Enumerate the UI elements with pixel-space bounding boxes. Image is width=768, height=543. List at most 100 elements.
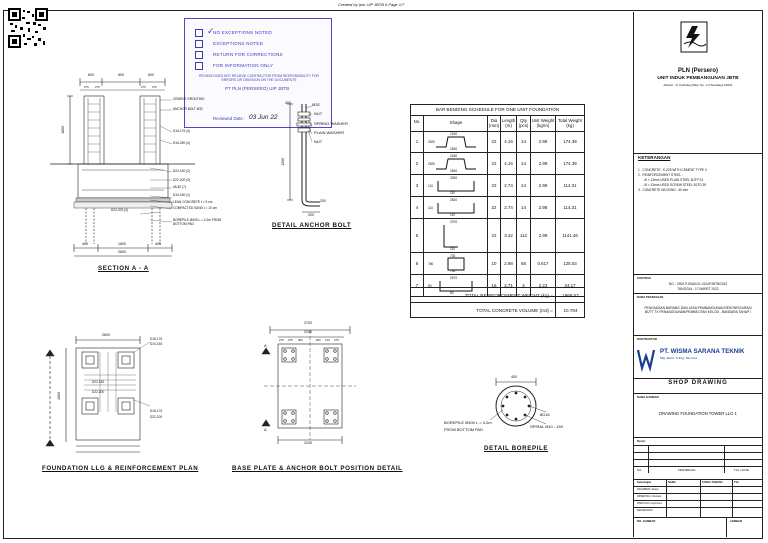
cell-qty: 68 [516, 253, 530, 275]
cell-len: 2.74 [500, 175, 516, 197]
plan-label-6: D22-200 [150, 415, 163, 419]
check-mark-icon: ✓ [207, 26, 215, 36]
sign-header: TANDA TANGAN [702, 481, 723, 484]
bar-shape-dim: 110 [450, 191, 456, 195]
bar-shape-dim: 3250 [450, 176, 458, 180]
bar-shape-dim: 110 [428, 206, 434, 210]
stamp-option-1: NO EXCEPTIONS NOTED [213, 30, 272, 35]
sec-dim-3: 600 [148, 73, 154, 77]
tb-notes-title: KETERANGAN [638, 155, 671, 160]
bar-shape-path [437, 203, 475, 214]
cell-uw: 2.98 [530, 131, 555, 153]
cell-uw: 2.98 [530, 153, 555, 175]
cell-uw: 2.98 [530, 219, 555, 253]
anchor-bolt-caption: DETAIL ANCHOR BOLT [272, 222, 352, 229]
callout-7: #5-82 (7) [173, 185, 186, 189]
cell-qty: 14 [516, 197, 530, 219]
sec-bottom-dim-2: 1800 [118, 242, 126, 246]
tb-line-1 [634, 153, 762, 154]
tb-drawing-name: DRAWING FOUNDATION TOWER LLG 1 [659, 411, 737, 416]
tb-line-4 [634, 335, 762, 336]
sign-row-line [634, 507, 762, 508]
callout-9: LEAN CONCRETE t = 5 cm [173, 200, 213, 204]
rev-row-line [634, 452, 762, 453]
tb-project-label: NAMA PEKERJAAN [637, 295, 664, 299]
stamp-option-3: RETURN FOR CORRECTIONS [213, 52, 283, 57]
plan-label-5: D16-176 [150, 409, 163, 413]
tb-contractor: PT. WISMA SARANA TEKNIK [660, 348, 745, 355]
sec-height-dim: 1800 [61, 125, 66, 134]
bar-shape-sketch [437, 203, 475, 214]
rev-row-line [634, 459, 762, 460]
tb-line-3 [634, 293, 762, 294]
cell-no: 5 [415, 233, 419, 238]
col-total-weight: Total Weight (kg) [555, 115, 584, 131]
cell-qty: 4 [516, 275, 530, 297]
sec-dim-1: 600 [88, 73, 94, 77]
bar-shape-dim: 2180 [450, 132, 458, 136]
stamp-note: REVIEW DOES NOT RELIEVE CONTRACTOR FROM … [199, 74, 319, 83]
stamp-company: PT PLN (PERSERO) UIP JBTB [225, 86, 290, 91]
callout-8: D10-150 (1) [173, 193, 191, 197]
rev-col-no: NO. [637, 468, 642, 472]
col-dia: Dia (mm) [487, 115, 500, 131]
cell-no: 4 [415, 205, 419, 210]
bar-shape-path [436, 136, 476, 148]
review-stamp: ✓ NO EXCEPTIONS NOTED EXCEPTIONS NOTED R… [184, 18, 332, 128]
sec-dim-2: 800 [118, 73, 124, 77]
rev-divider-1 [648, 445, 649, 473]
tb-contractor-sub: Mfg. Electr. & Eng. Services [660, 356, 698, 360]
cell-uw: 2.23 [530, 275, 555, 297]
bar-shape-dim: 80 [450, 291, 454, 295]
sec-dim-small-1: 275 [84, 85, 89, 89]
col-unit-weight: Unit Weight (kg/m) [530, 115, 555, 131]
cell-no: 1 [415, 139, 419, 144]
bar-bending-schedule: BAR BENDING SCHEDULE FOR ONE UNIT FOUNDA… [410, 104, 585, 318]
cell-len: 3.42 [500, 219, 516, 253]
section-aa-drawing [50, 78, 195, 257]
cell-no: 7 [415, 283, 419, 288]
bp-dim-1: 3700 [304, 321, 312, 325]
anchor-bolt-drawing [287, 103, 320, 213]
cell-uw: 2.98 [530, 175, 555, 197]
total-rebar-label: TOTAL REINFORCEMENT WEIGHT (kg) = [464, 293, 553, 298]
cell-qty: 112 [516, 219, 530, 253]
bp-label-a-2: A [264, 427, 267, 432]
tb-company: PLN (Persero) [677, 68, 718, 74]
cell-qty: 14 [516, 175, 530, 197]
bar-shape-dim: 3700 [450, 220, 458, 224]
callout-5: D22-150 (2) [173, 169, 191, 173]
schedule-title: BAR BENDING SCHEDULE FOR ONE UNIT FOUNDA… [411, 105, 584, 116]
bp-dim-2: 2240 [304, 330, 312, 334]
bar-shape-sketch [439, 281, 473, 292]
callout-12: BOREPILE Ø400 L = 4.2m FROM BOTTOM PAD [173, 218, 222, 227]
callout-4: D16-250 (4) [173, 141, 191, 145]
plan-dim-side: 2600 [57, 391, 62, 400]
sec-total-dim: 2600 [118, 250, 126, 254]
sign-header: TGL [734, 481, 740, 484]
sign-divider [700, 479, 701, 517]
tb-note-3: - Ø < 13mm USED PLAIN STEEL BJTP 24 [638, 178, 704, 182]
cell-len: 4.16 [500, 131, 516, 153]
sign-row-line [634, 500, 762, 501]
bar-shape-dim: 2540 [450, 169, 458, 173]
rev-row-line [634, 466, 762, 467]
bp-dim-bottom: 2240 [304, 441, 312, 445]
header-created-by: Created by Ipm UIP JBTB # Page 1/7 [338, 2, 405, 7]
bar-shape-path [437, 181, 475, 192]
bar-shape-path [439, 281, 473, 292]
bar-shape-dim: 730 [450, 254, 456, 258]
cell-dia: 22 [487, 175, 500, 197]
sec-dim-small-3: 275 [141, 85, 146, 89]
cell-tw: 24.17 [555, 275, 584, 297]
bar-shape-dim: 2540 [450, 147, 458, 151]
